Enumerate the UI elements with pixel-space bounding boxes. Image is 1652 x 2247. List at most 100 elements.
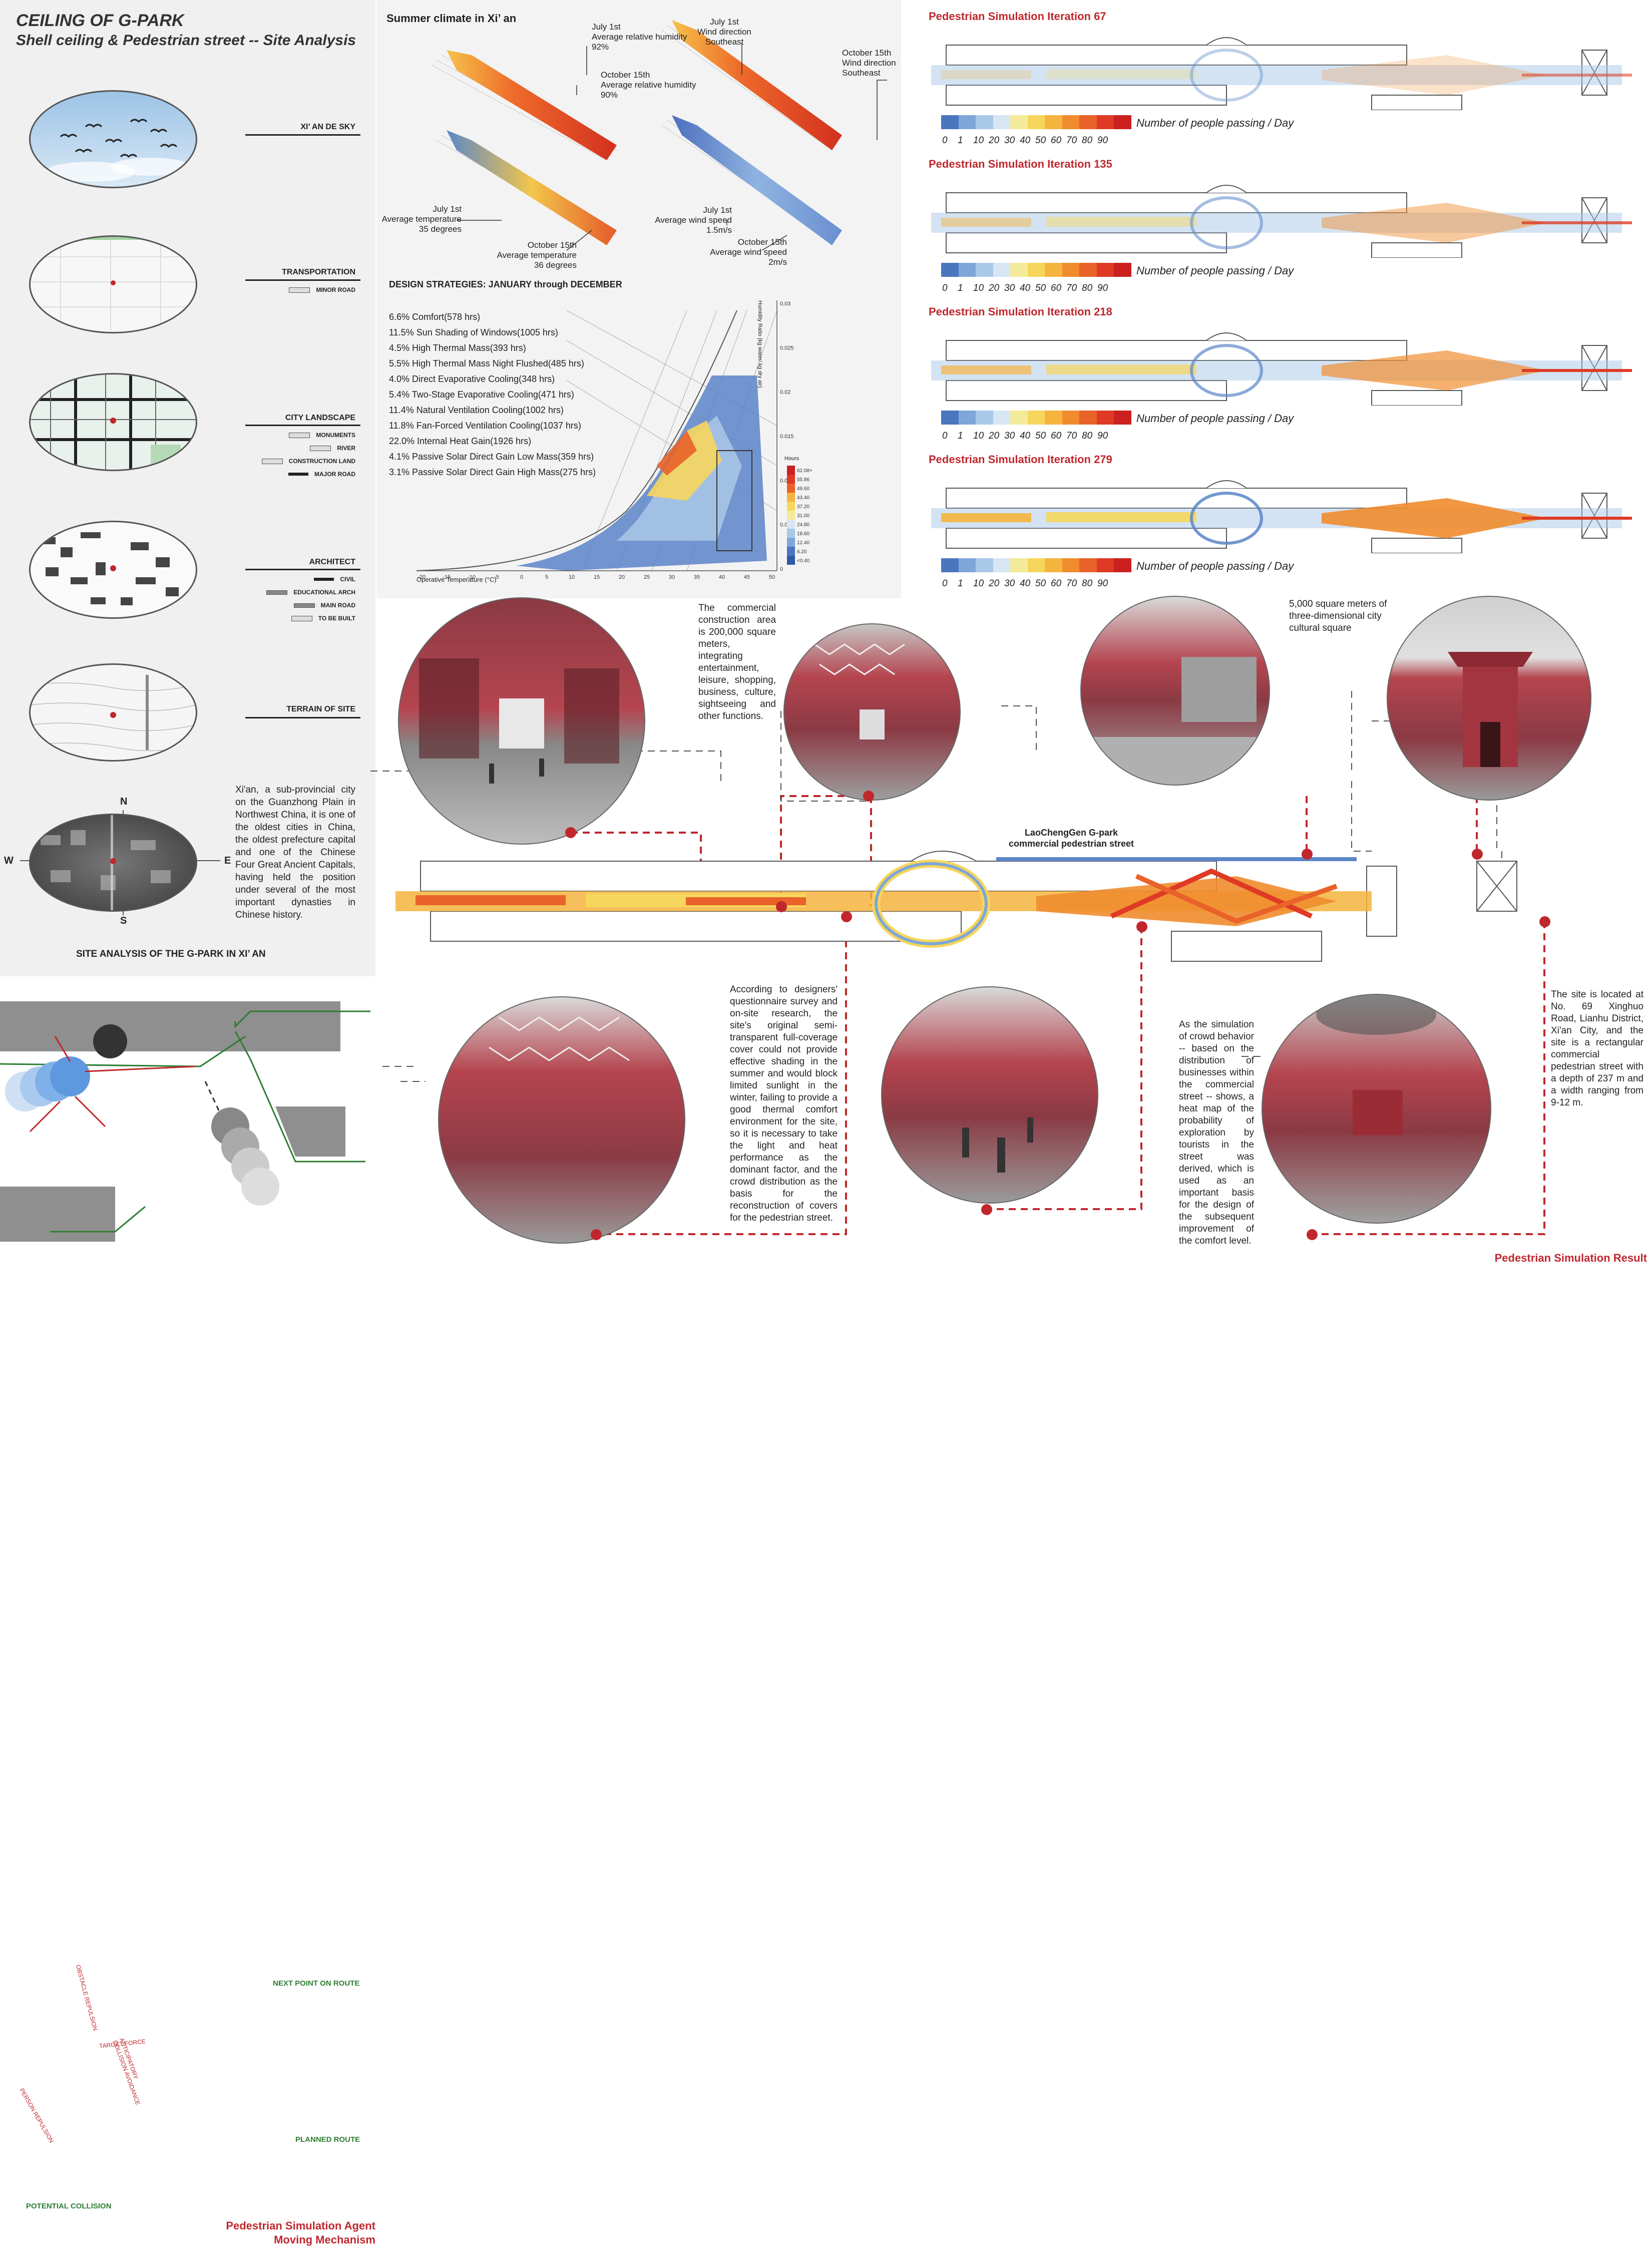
y-tick-label: 0.02 <box>780 390 790 396</box>
layer-label-architect: ARCHITECT <box>309 558 355 566</box>
legend-row: MONUMENTS <box>289 432 355 439</box>
colorbar-segment <box>958 115 976 129</box>
legend-label: MAJOR ROAD <box>314 471 355 478</box>
colorbar-segment <box>1096 558 1114 572</box>
birds-icon <box>46 119 191 182</box>
legend-swatch <box>291 615 312 621</box>
saturation-curve <box>417 310 737 571</box>
colorbar-segment <box>1010 115 1028 129</box>
strategy-item: 11.8% Fan-Forced Ventilation Cooling(103… <box>389 421 581 431</box>
colorbar-segment <box>1010 263 1028 277</box>
colorbar-segment <box>1045 558 1062 572</box>
colorbar-segment <box>1027 558 1045 572</box>
street-photo-1 <box>398 597 645 845</box>
legend-tick: 90 <box>1097 578 1108 589</box>
colorbar-segment <box>1079 263 1097 277</box>
y-tick-label: 0.03 <box>780 301 790 307</box>
temperature-july-label: July 1st Average temperature 35 degrees <box>376 204 462 234</box>
strategy-item: 11.4% Natural Ventilation Cooling(1002 h… <box>389 405 564 415</box>
label-line: Average wind speed <box>655 215 732 225</box>
legend-caption: Number of people passing / Day <box>1136 560 1294 572</box>
layer-label-terrain: TERRAIN OF SITE <box>286 705 355 713</box>
label-line: July 1st <box>433 204 462 214</box>
legend-tick: 30 <box>1004 283 1015 293</box>
colorbar-segment <box>1010 558 1028 572</box>
label-line: 90% <box>601 90 618 100</box>
legend-tick: 50 <box>1035 431 1046 441</box>
legend-row: MINOR ROAD <box>289 286 355 293</box>
legend-label: RIVER <box>337 445 355 452</box>
legend-caption: Number of people passing / Day <box>1136 412 1294 425</box>
legend-caption: Number of people passing / Day <box>1136 117 1294 129</box>
colorbar-segment <box>941 411 959 425</box>
colorbar-segment <box>1027 411 1045 425</box>
colorbar-segment <box>941 558 959 572</box>
colorbar-segment <box>976 115 993 129</box>
legend-value: 55.86 <box>797 477 809 483</box>
layer-label-city-landscape: CITY LANDSCAPE <box>285 414 355 422</box>
strategy-item: 3.1% Passive Solar Direct Gain High Mass… <box>389 467 596 477</box>
climate-title: Summer climate in Xi’ an <box>386 12 517 25</box>
legend-tick: 80 <box>1082 578 1093 589</box>
strategy-item: 22.0% Internal Heat Gain(1926 hrs) <box>389 436 532 446</box>
connector-line <box>245 134 360 136</box>
iteration-title: Pedestrian Simulation Iteration 67 <box>929 10 1106 23</box>
humidity-october-label: October 15th Average relative humidity 9… <box>601 70 696 100</box>
iteration-plan <box>931 37 1632 110</box>
legend-tick: 80 <box>1082 135 1093 146</box>
x-tick-label: -5 <box>494 574 499 580</box>
legend-swatch <box>314 578 334 581</box>
label-line: July 1st <box>703 205 732 215</box>
humidity-ribbon <box>447 50 617 160</box>
legend-tick: 10 <box>973 578 984 589</box>
colorbar-segment <box>1096 263 1114 277</box>
legend-tick: 90 <box>1097 431 1108 441</box>
colorbar-segment <box>1114 411 1132 425</box>
wind-direction-october-label: October 15th Wind direction Southeast <box>842 48 896 78</box>
strategies-title: DESIGN STRATEGIES: JANUARY through DECEM… <box>389 279 622 289</box>
colorbar-segment <box>1045 263 1062 277</box>
wind-direction-ribbon <box>672 20 842 150</box>
main-street-plan <box>385 841 1647 971</box>
colorbar-segment <box>1079 411 1097 425</box>
colorbar-segment <box>941 115 959 129</box>
xian-description: Xi'an, a sub-provincial city on the Guan… <box>235 785 355 920</box>
connector-line <box>245 717 360 718</box>
colorbar-segment <box>1079 115 1097 129</box>
poster-subtitle: Shell ceiling & Pedestrian street -- Sit… <box>16 32 356 49</box>
poster-title: CEILING OF G-PARK <box>16 11 184 30</box>
agent-mechanism-panel: NEXT POINT ON ROUTE PLANNED ROUTE POTENT… <box>0 976 380 2246</box>
legend-row: MAJOR ROAD <box>288 471 355 478</box>
legend-label: MINOR ROAD <box>316 286 355 293</box>
terrain-map <box>31 675 196 752</box>
street-photo-2 <box>783 623 961 801</box>
site-analysis-panel: CEILING OF G-PARK Shell ceiling & Pedest… <box>0 0 375 976</box>
colorbar-segment <box>1045 411 1062 425</box>
comfort-zone <box>716 450 752 551</box>
legend-tick: 80 <box>1082 283 1093 293</box>
label-line: Southeast <box>842 68 881 78</box>
strategy-item: 4.1% Passive Solar Direct Gain Low Mass(… <box>389 452 594 462</box>
architect-ellipse <box>29 521 197 619</box>
wind-speed-july-label: July 1st Average wind speed 1.5m/s <box>627 205 732 235</box>
legend-tick: 80 <box>1082 431 1093 441</box>
legend-tick: 50 <box>1035 283 1046 293</box>
colorbar-segment <box>1062 115 1080 129</box>
colorbar-segment <box>1062 263 1080 277</box>
legend-value: <0.40 <box>797 558 810 564</box>
legend-tick: 30 <box>1004 135 1015 146</box>
legend-tick: 90 <box>1097 135 1108 146</box>
next-point-label: NEXT POINT ON ROUTE <box>273 1979 360 1988</box>
planned-route-label: PLANNED ROUTE <box>295 2135 360 2144</box>
location-marker <box>591 1229 602 1240</box>
legend-colorbar <box>941 558 1132 572</box>
wind-direction-july-label: July 1st Wind direction Southeast <box>677 17 772 47</box>
crowd-note: As the simulation of crowd behavior -- b… <box>1179 1019 1254 1246</box>
commercial-note: The commercial construction area is 200,… <box>698 603 776 721</box>
location-marker <box>776 901 787 912</box>
strategy-item: 5.4% Two-Stage Evaporative Cooling(471 h… <box>389 390 574 400</box>
legend-row: CONSTRUCTION LAND <box>261 458 355 465</box>
colorbar-segment <box>1062 411 1080 425</box>
